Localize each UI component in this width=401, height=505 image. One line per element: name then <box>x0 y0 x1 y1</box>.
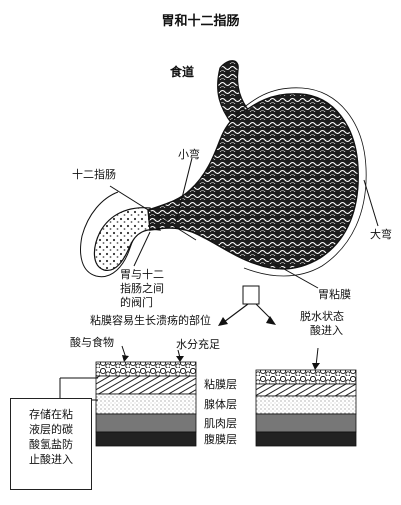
layer-label-gland: 腺体层 <box>204 398 237 411</box>
pointer-lesser-curvature <box>175 157 193 223</box>
callout-line-4: 止酸进入 <box>29 453 73 466</box>
layer-label-muscle: 肌肉层 <box>204 417 237 430</box>
tissue-block-dehydrated <box>255 369 357 447</box>
bicarbonate-callout: 存储在粘 液层的碳 酸氢盐防 止酸进入 <box>10 398 92 490</box>
pointer-mucosa <box>249 249 319 289</box>
label-dehydration-1: 脱水状态 <box>300 310 344 323</box>
callout-line-3: 酸氢盐防 <box>29 438 73 451</box>
label-valve-1: 胃与十二 <box>120 268 164 281</box>
label-ulcer-site: 粘膜容易生长溃疡的部位 <box>90 314 211 327</box>
pointer-duodenum <box>109 185 197 241</box>
label-valve-2: 指肠之间 <box>120 282 164 295</box>
diagram-title: 胃和十二指肠 <box>161 14 240 29</box>
label-acid-food: 酸与食物 <box>70 336 114 349</box>
duodenum-shape <box>93 207 161 272</box>
label-lesser-curvature: 小弯 <box>178 148 200 161</box>
label-dehydration-2: 酸进入 <box>310 324 343 337</box>
pointer-greater-curvature <box>363 179 379 227</box>
callout-line-1: 存储在粘 <box>29 408 73 421</box>
label-mucosa: 胃粘膜 <box>318 288 351 301</box>
label-esophagus: 食道 <box>170 65 195 79</box>
label-duodenum: 十二指肠 <box>72 168 116 181</box>
label-greater-curvature: 大弯 <box>370 228 392 241</box>
layer-label-mucosa: 粘膜层 <box>204 378 237 391</box>
pointer-valve <box>133 231 151 267</box>
tissue-block-hydrated <box>95 361 197 447</box>
stomach-shape <box>147 93 359 270</box>
callout-line-2: 液层的碳 <box>29 423 73 436</box>
label-water-sufficient: 水分充足 <box>176 338 220 351</box>
label-valve-3: 的阀门 <box>120 296 153 309</box>
esophagus-shape <box>217 60 251 125</box>
sample-square <box>242 285 260 305</box>
layer-label-peritoneum: 腹膜层 <box>204 433 237 446</box>
